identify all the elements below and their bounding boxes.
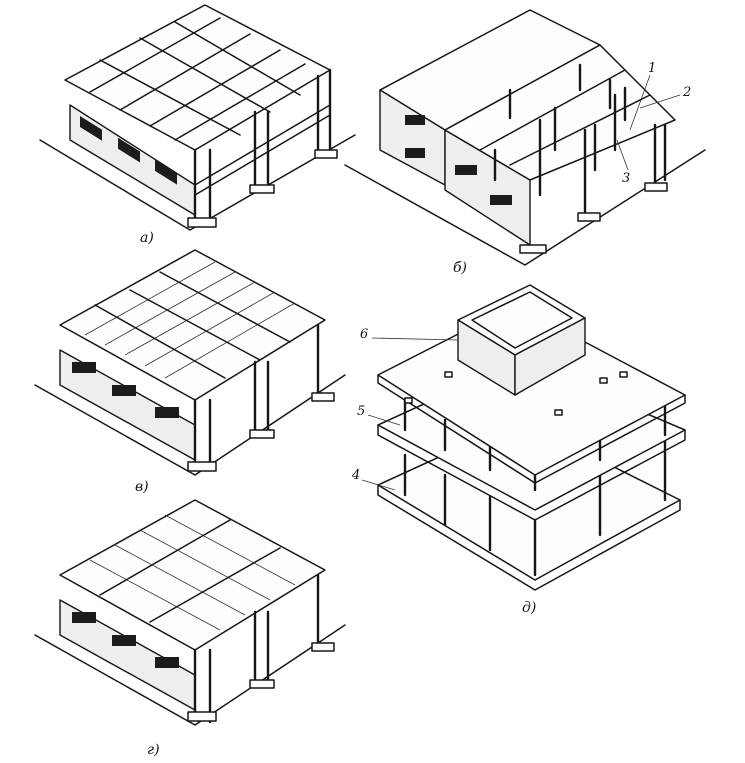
figure-a-windows [80, 115, 177, 185]
figure-g-label: г) [147, 742, 160, 758]
figure-b-callout-2: 2 [682, 85, 691, 100]
figure-a-framed-building: а) [39, 4, 356, 246]
figure-b-callout-1: 1 [648, 61, 656, 76]
figure-b-label: б) [453, 260, 467, 276]
figure-d-label: д) [522, 600, 536, 616]
figure-v-label: в) [135, 479, 149, 495]
figure-d-flat-slab-frame: 6 5 4 д) [351, 284, 686, 616]
figure-v-transverse-girder-frame: в) [34, 249, 346, 495]
figure-a-label: а) [140, 230, 154, 246]
figure-b-windows [405, 115, 512, 205]
figure-b-callout-3: 3 [622, 171, 630, 186]
figure-g-windows [72, 612, 179, 668]
figure-d-callout-6: 6 [360, 327, 368, 342]
figure-g-longitudinal-girder-frame: г) [34, 499, 346, 758]
figure-b-incomplete-frame-building: 1 2 3 б) [344, 9, 706, 276]
figure-d-callout-5: 5 [357, 404, 365, 419]
figure-v-windows [72, 362, 179, 418]
figure-d-callout-4: 4 [351, 468, 360, 483]
